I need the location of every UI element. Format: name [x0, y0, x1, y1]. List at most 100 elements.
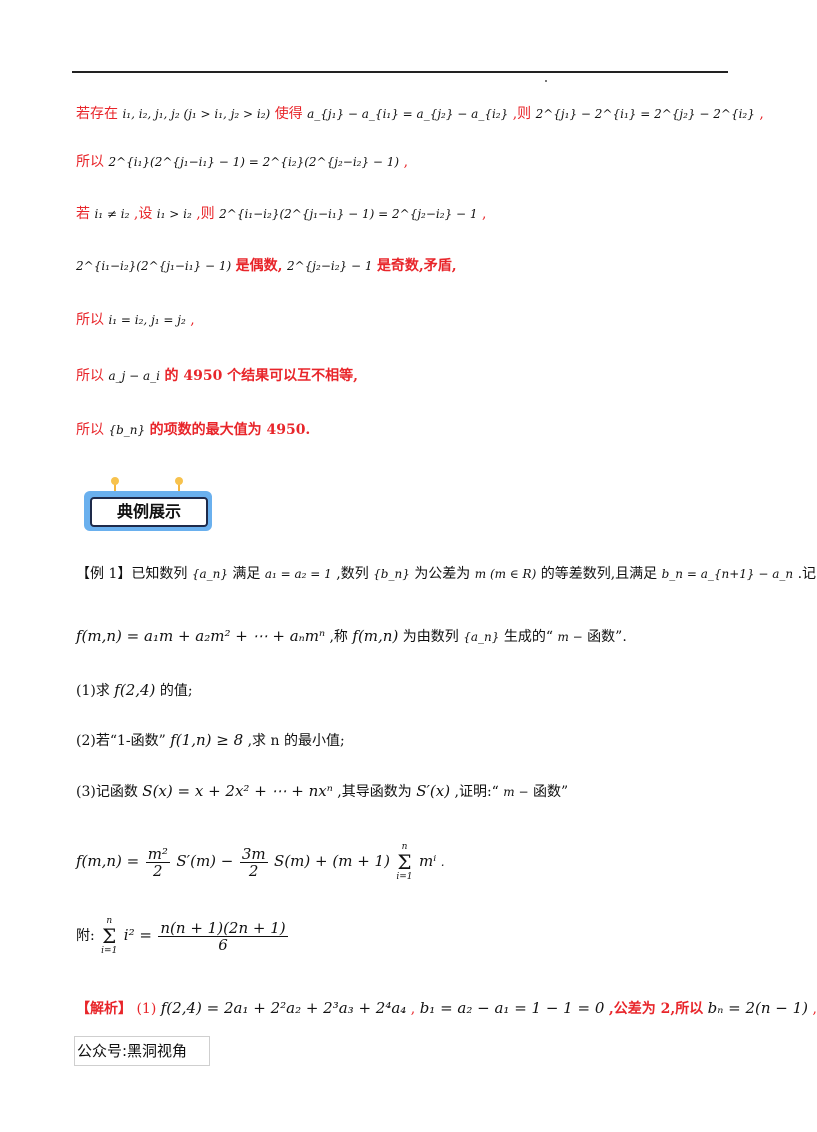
- math: a_j − a_i: [108, 369, 161, 383]
- math: m −: [503, 785, 529, 799]
- sum-upper: n: [106, 916, 113, 926]
- math: m −: [557, 630, 583, 644]
- text: 所以: [76, 154, 104, 170]
- section-badge: 典例展示: [80, 477, 214, 533]
- text: ,公差为 2,所以: [608, 1001, 704, 1017]
- text: 已知数列: [131, 566, 188, 582]
- fraction: 3m 2: [239, 844, 268, 879]
- sum-lower: i=1: [396, 872, 413, 882]
- math: b₁ = a₂ − a₁ = 1 − 1 = 0: [419, 999, 605, 1017]
- math: S′(m) −: [176, 852, 234, 870]
- fraction: n(n + 1)(2n + 1) 6: [158, 920, 288, 953]
- math: i₁ = i₂, j₁ = j₂: [108, 313, 186, 327]
- footer-watermark: 公众号:黑洞视角: [74, 1036, 210, 1066]
- math: i₁ > i₂: [156, 207, 192, 221]
- math: f(1,n) ≥ 8: [170, 731, 244, 749]
- text: 函数”.: [587, 629, 627, 645]
- text: 是奇数,矛盾,: [376, 258, 457, 274]
- fraction-denominator: 2: [153, 861, 163, 880]
- math: f(m,n) =: [76, 852, 140, 870]
- text: ,数列: [336, 566, 369, 582]
- text: .: [440, 855, 445, 869]
- document-page: 若存在 i₁, i₂, j₁, j₂ (j₁ > i₁, j₂ > i₂) 使得…: [72, 71, 817, 1066]
- text: .记: [797, 566, 817, 582]
- math: {b_n}: [373, 567, 410, 581]
- text: ,其导函数为: [337, 784, 412, 800]
- text: (2)若“1-函数”: [76, 733, 166, 749]
- math: {a_n}: [463, 630, 500, 644]
- question-3: (3)记函数 S(x) = x + 2x² + ⋯ + nxⁿ ,其导函数为 S…: [76, 781, 568, 802]
- badge-antenna-ball: [175, 477, 183, 485]
- math: f(2,4): [114, 681, 156, 699]
- solution-line-6: 所以 a_j − a_i 的 4950 个结果可以互不相等,: [76, 366, 358, 386]
- solution-line-1: 若存在 i₁, i₂, j₁, j₂ (j₁ > i₁, j₂ > i₂) 使得…: [76, 104, 764, 124]
- math: S′(x): [416, 782, 451, 800]
- math-equation: 2^{i₁}(2^{j₁−i₁} − 1) = 2^{i₂}(2^{j₂−i₂}…: [108, 155, 400, 169]
- math: {a_n}: [191, 567, 228, 581]
- appendix-line: 附: n Σ i=1 i² = n(n + 1)(2n + 1) 6: [76, 916, 290, 956]
- text: (1): [136, 1001, 157, 1017]
- text: ,求 n 的最小值;: [247, 733, 345, 749]
- text: 若: [76, 206, 90, 222]
- math-indices: i₁, i₂, j₁, j₂ (j₁ > i₁, j₂ > i₂): [122, 107, 271, 121]
- text: ,: [403, 154, 409, 170]
- math: {b_n}: [108, 423, 146, 437]
- text: 的项数的最大值为 4950.: [149, 422, 311, 438]
- math: a₁ = a₂ = 1: [264, 567, 332, 581]
- math-equation: 2^{i₁−i₂}(2^{j₁−i₁} − 1) = 2^{j₂−i₂} − 1: [219, 207, 478, 221]
- analysis-line: 【解析】 (1) f(2,4) = 2a₁ + 2²a₂ + 2³a₃ + 2⁴…: [76, 998, 817, 1019]
- text: ,设: [133, 206, 153, 222]
- text: ,则: [512, 106, 532, 122]
- math: f(2,4) = 2a₁ + 2²a₂ + 2³a₃ + 2⁴a₄: [160, 999, 407, 1017]
- solution-line-5: 所以 i₁ = i₂, j₁ = j₂ ,: [76, 310, 195, 330]
- text: ,: [481, 206, 487, 222]
- text: 使得: [274, 106, 303, 122]
- text: ,称: [329, 629, 348, 645]
- equation-line: f(m,n) = m² 2 S′(m) − 3m 2 S(m) + (m + 1…: [76, 842, 445, 882]
- header-rule: [72, 71, 728, 73]
- question-2: (2)若“1-函数” f(1,n) ≥ 8 ,求 n 的最小值;: [76, 730, 345, 751]
- text: 的 4950 个结果可以互不相等,: [164, 368, 359, 384]
- text: ,证明:“: [454, 784, 499, 800]
- text: ,则: [196, 206, 215, 222]
- text: 是偶数,: [235, 258, 283, 274]
- fraction: m² 2: [145, 844, 170, 880]
- text: 函数”: [533, 784, 569, 800]
- text: 满足: [232, 566, 261, 582]
- math: b_n = a_{n+1} − a_n: [661, 567, 794, 581]
- fraction-numerator: 3m: [239, 844, 268, 863]
- sigma-icon: Σ: [397, 850, 412, 874]
- math: S(x) = x + 2x² + ⋯ + nxⁿ: [142, 782, 333, 800]
- text: ,: [759, 106, 764, 122]
- math: m (m ∈ R): [474, 567, 537, 581]
- solution-line-3: 若 i₁ ≠ i₂ ,设 i₁ > i₂ ,则 2^{i₁−i₂}(2^{j₁−…: [76, 204, 486, 224]
- math-equation: a_{j₁} − a_{i₁} = a_{j₂} − a_{i₂}: [307, 107, 509, 121]
- text: ,: [190, 312, 195, 328]
- text: 所以: [76, 312, 104, 328]
- math: mⁱ: [419, 852, 437, 870]
- summation: n Σ i=1: [396, 842, 412, 882]
- sigma-icon: Σ: [102, 924, 117, 948]
- text: 附:: [76, 928, 95, 944]
- text: (1)求: [76, 683, 110, 699]
- math: 2^{i₁−i₂}(2^{j₁−i₁} − 1): [76, 259, 232, 273]
- math: f(m,n) = a₁m + a₂m² + ⋯ + aₙmⁿ: [76, 627, 326, 645]
- example-tag: 【例 1】: [76, 566, 132, 582]
- header-dot: [545, 80, 547, 82]
- text: 所以: [76, 422, 104, 438]
- text: 所以: [76, 368, 104, 384]
- math: i² =: [123, 926, 152, 944]
- example-line-2: f(m,n) = a₁m + a₂m² + ⋯ + aₙmⁿ ,称 f(m,n)…: [76, 626, 627, 647]
- solution-line-2: 所以 2^{i₁}(2^{j₁−i₁} − 1) = 2^{i₂}(2^{j₂−…: [76, 152, 408, 172]
- text: 为公差为: [414, 566, 471, 582]
- text: 的等差数列,且满足: [540, 566, 658, 582]
- text: ,: [812, 1001, 817, 1017]
- badge-antenna: [178, 481, 180, 495]
- text: (3)记函数: [76, 784, 138, 800]
- fraction-numerator: m²: [145, 844, 170, 863]
- question-1: (1)求 f(2,4) 的值;: [76, 680, 193, 701]
- text: 为由数列: [402, 629, 459, 645]
- sum-upper: n: [401, 842, 408, 852]
- math: i₁ ≠ i₂: [94, 207, 130, 221]
- math-equation: 2^{j₁} − 2^{i₁} = 2^{j₂} − 2^{i₂}: [535, 107, 755, 121]
